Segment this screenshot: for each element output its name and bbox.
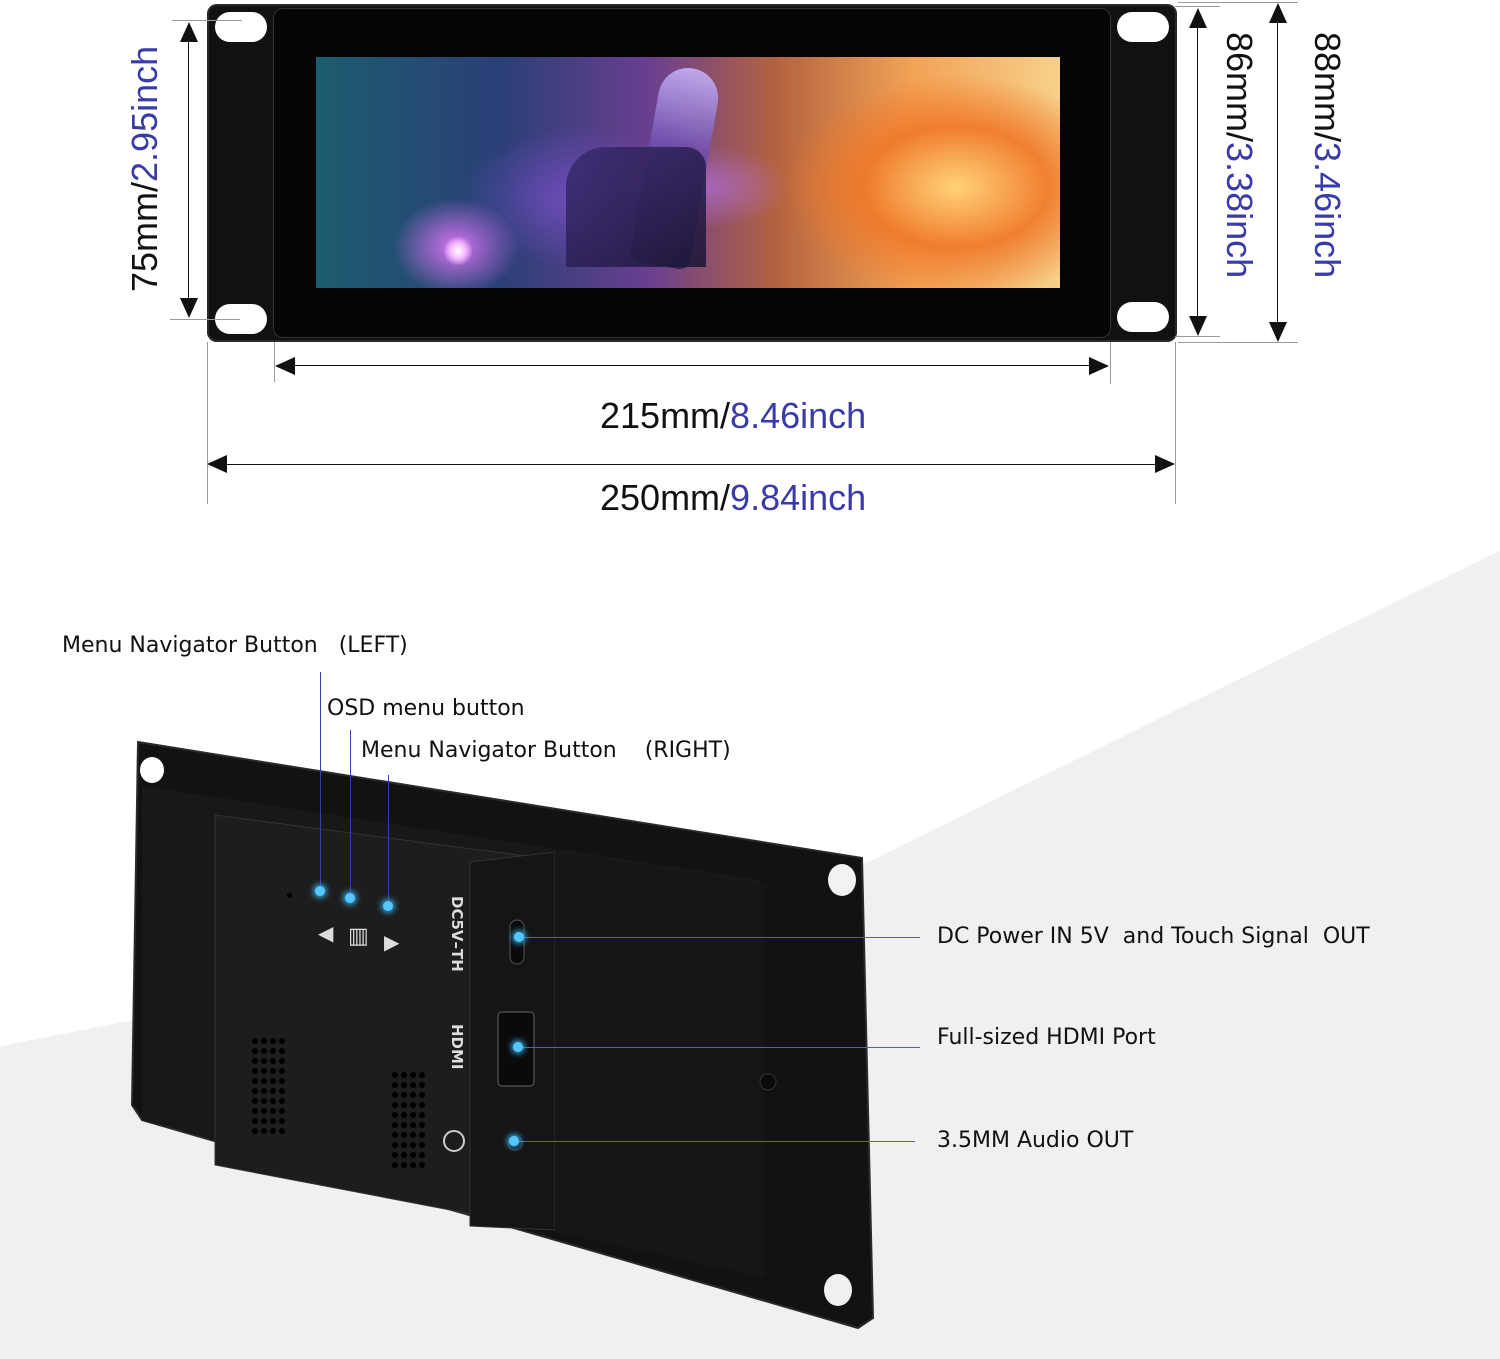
dc-power-port-indicator [514,932,524,942]
guide-line [1175,336,1220,337]
mount-hole-bottom-right [1117,302,1169,332]
guide-line [207,342,208,504]
dimension-line-width-bezel [284,365,1100,366]
menu-icon: ▥ [348,924,369,949]
audio-port-indicator [509,1136,519,1146]
arrow-left-icon [207,455,227,473]
leader-line [520,937,920,938]
left-arrow-icon: ◀ [318,921,334,945]
guide-line [1178,2,1298,3]
dimension-label-width-outer: 250mm/9.84inch [600,477,867,518]
hdmi-port-indicator [513,1042,523,1052]
callout-dc-power: DC Power IN 5V and Touch Signal OUT [937,924,1370,949]
leader-line [515,1141,915,1142]
arrow-down-icon [1189,316,1207,336]
arrow-right-icon [1155,455,1175,473]
arrow-up-icon [1189,8,1207,28]
mount-hole-top-right [1117,12,1169,42]
screen-light-glow [444,237,472,265]
display-screen-image [316,57,1060,288]
callout-hdmi-port: Full-sized HDMI Port [937,1025,1156,1050]
menu-right-button-indicator [383,901,393,911]
dimension-line-width-outer [216,464,1166,465]
arrow-down-icon [180,298,198,318]
arrow-up-icon [180,22,198,42]
dimension-line-height-bezel [1197,14,1198,330]
vent-grille-left [252,1038,285,1134]
hdmi-port-marking: HDMI [448,1024,466,1070]
arrow-left-icon [275,357,295,375]
vent-grille-right [392,1072,425,1168]
leader-line [320,672,321,890]
arrow-down-icon [1269,322,1287,342]
screen-rider-figure [566,147,706,267]
menu-left-button-indicator [315,886,325,896]
guide-line [1175,6,1220,7]
guide-line [1110,342,1111,384]
guide-line [274,342,275,382]
dimension-line-height-inner [188,30,189,310]
leader-line [520,1047,920,1048]
callout-audio-out: 3.5MM Audio OUT [937,1128,1134,1153]
headphone-icon [443,1130,465,1152]
mount-hole-top-left [215,12,267,42]
guide-line [170,319,240,320]
callout-menu-left: Menu Navigator Button (LEFT) [62,633,408,658]
arrow-up-icon [1269,3,1287,23]
guide-line [172,20,242,21]
dimension-label-width-bezel: 215mm/8.46inch [600,395,867,436]
dc-port-marking: DC5V–TH [448,896,466,972]
guide-line [1178,342,1298,343]
leader-line [350,730,351,898]
leader-line [388,775,389,905]
callout-menu-right: Menu Navigator Button (RIGHT) [361,738,731,763]
right-arrow-icon: ▶ [384,930,400,954]
ir-sensor [287,893,292,898]
callout-osd-menu: OSD menu button [327,696,525,721]
dimension-line-height-outer [1277,10,1278,336]
guide-line [1175,342,1176,504]
osd-menu-button-indicator [345,893,355,903]
arrow-right-icon [1089,357,1109,375]
